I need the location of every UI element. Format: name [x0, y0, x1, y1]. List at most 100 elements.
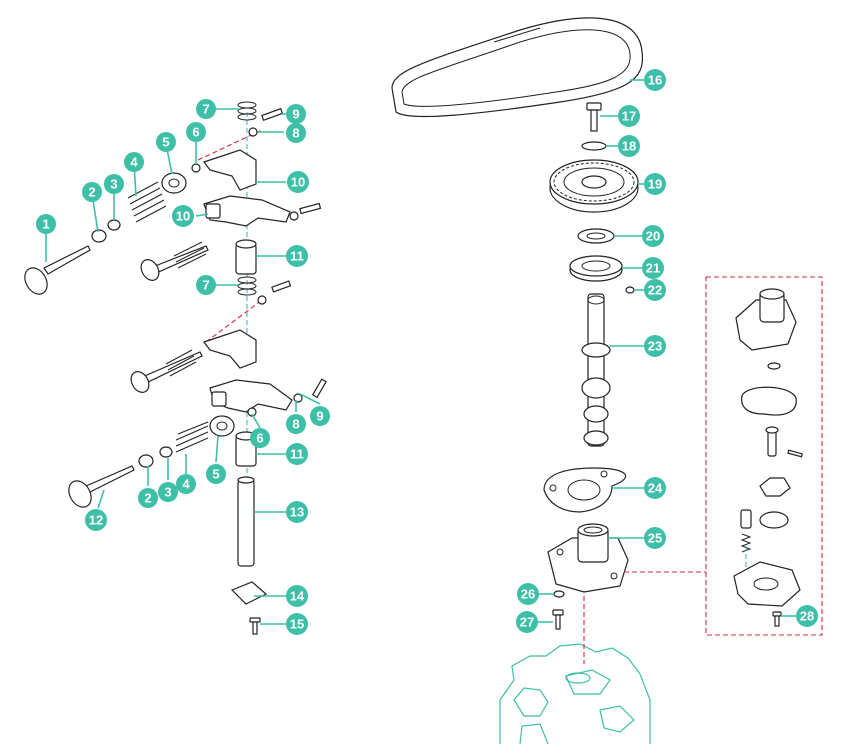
- callout-8-second: 8: [286, 414, 306, 434]
- rocker-spring-lower: [237, 276, 257, 296]
- svg-text:6: 6: [192, 125, 199, 140]
- svg-text:3: 3: [110, 177, 117, 192]
- exhaust-valve: [68, 465, 135, 508]
- woodruff-key: [625, 286, 635, 294]
- svg-text:14: 14: [290, 589, 305, 604]
- leader-lines: [45, 79, 796, 625]
- callout-25: 25: [644, 527, 666, 549]
- callout-23: 23: [644, 335, 666, 357]
- svg-text:2: 2: [88, 185, 95, 200]
- svg-text:11: 11: [290, 249, 304, 264]
- svg-text:8: 8: [292, 126, 299, 141]
- plate-screw: [249, 617, 261, 635]
- svg-text:24: 24: [648, 481, 663, 496]
- spring-retainer: [161, 172, 187, 194]
- valve-assembly-middle: [140, 241, 209, 281]
- callout-5-second: 5: [206, 464, 226, 484]
- retaining-plate: [230, 581, 268, 605]
- svg-text:11: 11: [290, 447, 304, 462]
- callout-2-second: 2: [138, 488, 158, 508]
- pump-pin: [787, 449, 804, 458]
- svg-text:5: 5: [212, 467, 219, 482]
- callout-9: 9: [286, 104, 306, 124]
- rocker-arm-lower: [203, 195, 291, 227]
- callout-5: 5: [156, 132, 176, 152]
- callout-4: 4: [124, 152, 144, 172]
- engine-block-outline: [499, 643, 651, 744]
- washer: [581, 141, 607, 151]
- svg-text:18: 18: [622, 139, 636, 154]
- callout-3: 3: [104, 174, 124, 194]
- callout-13: 13: [286, 501, 308, 523]
- svg-text:2: 2: [144, 491, 151, 506]
- callout-21: 21: [642, 257, 664, 279]
- pump-gasket: [543, 467, 627, 513]
- pump-cover-top: [735, 288, 797, 351]
- adjusting-screw-2: [299, 202, 322, 215]
- small-o-ring: [553, 590, 565, 598]
- callout-27: 27: [516, 611, 538, 633]
- svg-text:20: 20: [646, 229, 660, 244]
- pump-seal: [741, 386, 797, 416]
- callout-24: 24: [644, 477, 666, 499]
- callout-4-second: 4: [176, 474, 196, 494]
- callout-15: 15: [286, 613, 308, 635]
- oil-seal: [577, 228, 615, 244]
- outer-rotor: [759, 511, 789, 529]
- callout-6-second: 6: [250, 428, 270, 448]
- pump-shaft: [765, 426, 779, 457]
- inner-rotor: [759, 477, 791, 497]
- svg-text:9: 9: [292, 107, 299, 122]
- callout-6: 6: [186, 122, 206, 142]
- svg-text:16: 16: [648, 73, 662, 88]
- callout-16: 16: [644, 69, 666, 91]
- callout-10-second: 10: [172, 205, 194, 227]
- svg-text:7: 7: [202, 102, 209, 117]
- pump-screw: [772, 611, 782, 627]
- svg-text:4: 4: [130, 155, 138, 170]
- svg-text:23: 23: [648, 339, 662, 354]
- callout-10: 10: [287, 171, 309, 193]
- lock-nut: [248, 127, 258, 137]
- gear-bolt: [586, 102, 602, 132]
- detail-box: [705, 276, 823, 636]
- rocker-arm-upper: [203, 149, 257, 191]
- svg-text:6: 6: [256, 431, 263, 446]
- callout-3-second: 3: [158, 482, 178, 502]
- svg-text:10: 10: [176, 209, 190, 224]
- svg-text:13: 13: [290, 505, 304, 520]
- svg-text:15: 15: [290, 617, 304, 632]
- callout-28: 28: [796, 605, 818, 627]
- callout-9-second: 9: [310, 406, 330, 426]
- callout-7: 7: [196, 99, 216, 119]
- callout-2: 2: [82, 182, 102, 202]
- callout-26: 26: [517, 583, 539, 605]
- svg-text:12: 12: [89, 513, 103, 528]
- callout-22: 22: [644, 279, 666, 301]
- valve-assembly-lower-mid: [130, 349, 203, 393]
- svg-text:7: 7: [202, 278, 209, 293]
- callout-11-second: 11: [286, 443, 308, 465]
- oil-pump-housing: [547, 523, 629, 593]
- callout-8: 8: [286, 123, 306, 143]
- svg-text:1: 1: [42, 217, 49, 232]
- timing-belt: [391, 17, 644, 118]
- spring-seat: [91, 229, 107, 243]
- camshaft-sprocket: [549, 159, 639, 213]
- rocker-arm-3: [203, 329, 257, 369]
- svg-text:4: 4: [182, 477, 190, 492]
- svg-text:5: 5: [162, 135, 169, 150]
- cotter: [191, 163, 201, 173]
- svg-text:22: 22: [648, 283, 662, 298]
- housing-screw: [552, 609, 564, 630]
- callout-12: 12: [85, 509, 107, 531]
- callout-14: 14: [286, 585, 308, 607]
- svg-text:9: 9: [316, 409, 323, 424]
- intake-valve: [24, 245, 91, 295]
- pushrod: [237, 479, 255, 567]
- svg-text:27: 27: [520, 615, 534, 630]
- svg-text:8: 8: [292, 417, 299, 432]
- relief-valve: [740, 509, 752, 553]
- rocker-spring-upper: [237, 101, 257, 121]
